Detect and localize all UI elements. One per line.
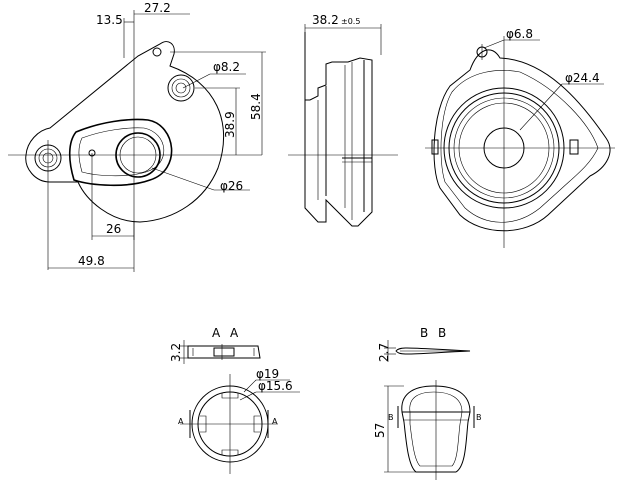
dim-3-2: 3.2 <box>169 343 183 362</box>
dim-2-7: 2.7 <box>377 343 391 362</box>
dim-tolerance: ±0.5 <box>341 17 360 26</box>
label-b-left: B <box>420 326 428 340</box>
dim-phi-8-2: φ8.2 <box>213 60 240 74</box>
dim-58-4: 58.4 <box>249 93 263 120</box>
side-view: 38.2 ±0.5 <box>288 13 398 227</box>
label-b-side-right: B <box>476 413 482 422</box>
dim-13-5: 13.5 <box>96 13 123 27</box>
label-a-left: A <box>212 326 221 340</box>
dim-57: 57 <box>373 423 387 438</box>
dim-26: 26 <box>106 222 121 236</box>
dim-phi-15-6: φ15.6 <box>258 379 293 393</box>
dim-49-8: 49.8 <box>78 254 105 268</box>
dim-phi-24-4: φ24.4 <box>565 71 600 85</box>
dim-phi-19: φ19 <box>256 367 279 381</box>
dim-phi-6-8: φ6.8 <box>506 27 533 41</box>
dim-phi-26: φ26 <box>220 179 243 193</box>
section-a-view: A A 3.2 A A φ19 φ15.6 <box>169 326 300 474</box>
dim-38-9: 38.9 <box>223 111 237 138</box>
dim-27-2: 27.2 <box>144 1 171 15</box>
top-view: φ6.8 φ24.4 <box>425 27 615 248</box>
section-b-view: B B 2.7 B B 57 <box>373 326 482 480</box>
label-a-right: A <box>230 326 239 340</box>
label-a-side-right: A <box>272 417 278 426</box>
label-b-right: B <box>438 326 446 340</box>
label-b-side-left: B <box>388 413 394 422</box>
dim-38-2: 38.2 <box>312 13 339 27</box>
label-a-side-left: A <box>178 417 184 426</box>
front-view: 13.5 27.2 φ8.2 38.9 58.4 φ26 26 49.8 <box>8 1 266 272</box>
